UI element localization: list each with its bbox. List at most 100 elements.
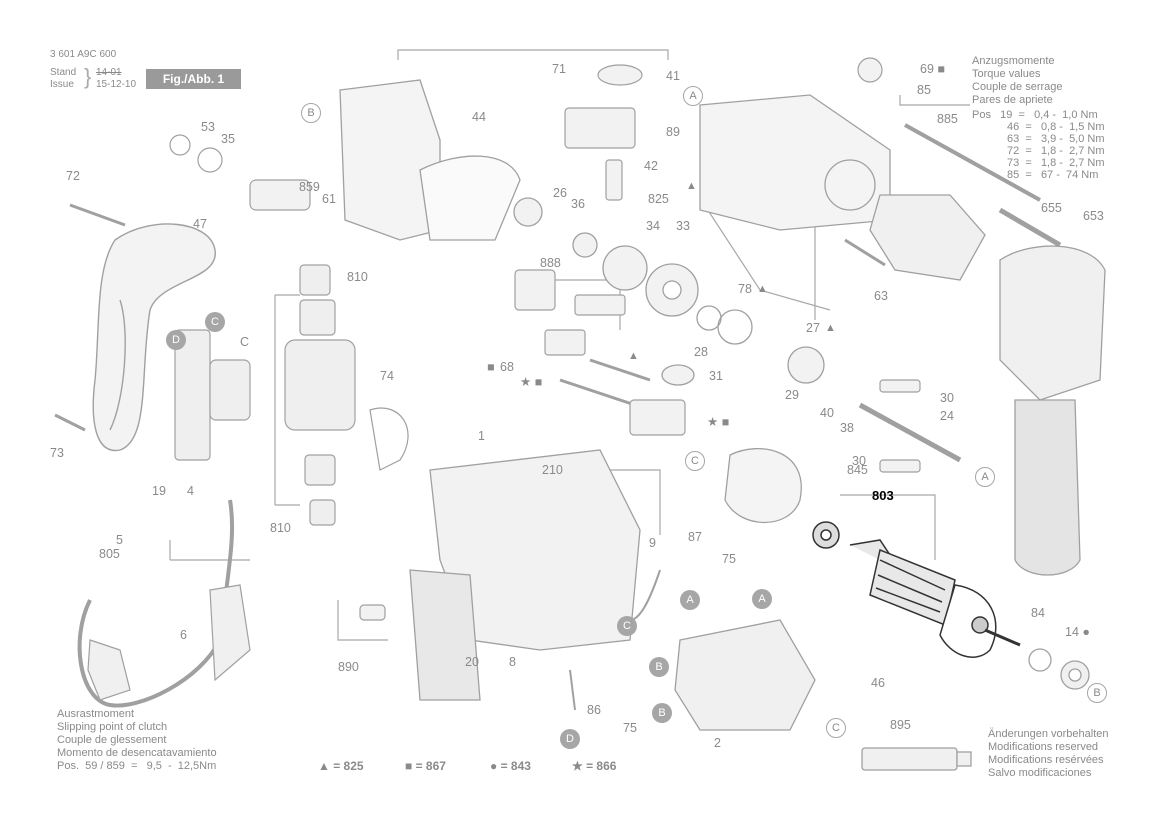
part-label: 35 <box>221 132 235 146</box>
leader-line <box>598 469 661 535</box>
part-label: 6 <box>180 628 187 642</box>
stand-label: Stand <box>50 67 77 78</box>
part-label: 33 <box>676 219 690 233</box>
part-label: 84 <box>1031 606 1045 620</box>
triangle-marker: ▲ <box>628 350 639 362</box>
ref-badge-d: D <box>560 729 580 749</box>
part-label: 61 <box>322 192 336 206</box>
part-label: 46 <box>871 676 885 690</box>
leader-line <box>397 49 669 60</box>
cable-sleeve <box>87 584 251 701</box>
clutch-pos: Pos. 59 / 859 = 9,5 - 12,5Nm <box>57 760 217 772</box>
part-label: 85 <box>917 83 931 97</box>
ref-badge-a: A <box>680 590 700 610</box>
ref-badge-c: C <box>826 718 846 738</box>
ref-badge-a: A <box>975 467 995 487</box>
part-label: 89 <box>666 125 680 139</box>
chuck <box>869 194 986 281</box>
part-label: 653 <box>1083 209 1104 223</box>
leader-line <box>699 197 831 311</box>
part-label: 63 <box>874 289 888 303</box>
torque-line: Torque values <box>972 68 1041 80</box>
part-label: 47 <box>193 217 207 231</box>
part-label: 29 <box>785 388 799 402</box>
part-label: 888 <box>540 256 561 270</box>
part-label: 74 <box>380 369 394 383</box>
part-label: 26 <box>553 186 567 200</box>
part-label: 885 <box>937 112 958 126</box>
part-label: 27 <box>806 321 820 335</box>
part-label: 20 <box>465 655 479 669</box>
part-label: 69 ■ <box>920 62 945 76</box>
part-label: 825 <box>648 192 669 206</box>
small-parts <box>54 57 1062 711</box>
part-number: 3 601 A9C 600 <box>50 49 117 60</box>
star-square-marker: ★ ■ <box>707 415 730 429</box>
part-label: 24 <box>940 409 954 423</box>
ref-badge-c: C <box>617 616 637 636</box>
part-label: ■ <box>487 360 495 374</box>
part-label: 86 <box>587 703 601 717</box>
torque-row: 46 = 0,8 - 1,5 Nm <box>1007 121 1105 133</box>
switch-assembly <box>174 264 356 526</box>
changes-line: Änderungen vorbehalten <box>988 728 1109 740</box>
part-label: 68 <box>500 360 514 374</box>
part-label: 810 <box>347 270 368 284</box>
torque-line: Anzugsmomente <box>972 55 1055 67</box>
handle-47-shape <box>92 223 216 452</box>
changes-line: Salvo modificaciones <box>988 767 1092 779</box>
part-label: 72 <box>66 169 80 183</box>
ref-badge-c: C <box>205 312 225 332</box>
part-label: 810 <box>270 521 291 535</box>
part-label: 38 <box>840 421 854 435</box>
stand-value: 14-01 <box>96 67 122 78</box>
part-label: 28 <box>694 345 708 359</box>
part-label: 42 <box>644 159 658 173</box>
issue-label: Issue <box>50 79 74 90</box>
ref-badge-b: B <box>649 657 669 677</box>
brace-glyph: } <box>84 64 92 89</box>
ref-badge-d: D <box>166 330 186 350</box>
issue-date: 15-12-10 <box>96 79 137 90</box>
part-label: 9 <box>649 536 656 550</box>
leader-line <box>169 540 250 561</box>
torque-line: Pares de apriete <box>972 94 1053 106</box>
stator <box>674 619 816 731</box>
star-square-marker: ★ ■ <box>520 375 543 389</box>
torque-line: Couple de serrage <box>972 81 1063 93</box>
bracket-line <box>274 294 300 506</box>
part-label: 36 <box>571 197 585 211</box>
part-label: 40 <box>820 406 834 420</box>
part-label: 19 <box>152 484 166 498</box>
clutch-line: Slipping point of clutch <box>57 721 168 733</box>
part-label: 73 <box>50 446 64 460</box>
figure-label: Fig./Abb. 1 <box>146 69 241 89</box>
torque-row: Pos 19 = 0,4 - 1,0 Nm <box>972 109 1098 121</box>
housing-shell-upper <box>339 79 521 241</box>
part-label: 1 <box>478 429 485 443</box>
part-label: 859 <box>299 180 320 194</box>
legend-star: ★ = 866 <box>572 759 617 773</box>
ref-badge-b: B <box>301 103 321 123</box>
armature-803 <box>812 521 1021 658</box>
triangle-marker: ▲ <box>757 283 768 295</box>
part-label: 5 <box>116 533 123 547</box>
part-label: 31 <box>709 369 723 383</box>
part-label: 655 <box>1041 201 1062 215</box>
part-label: 41 <box>666 69 680 83</box>
bearings <box>1028 648 1090 690</box>
torque-row: 73 = 1,8 - 2,7 Nm <box>1007 157 1105 169</box>
ref-badge-b: B <box>652 703 672 723</box>
part-label: 75 <box>623 721 637 735</box>
part-label: C <box>240 335 250 349</box>
legend-triangle: ▲ = 825 <box>318 759 364 773</box>
torque-row: 63 = 3,9 - 5,0 Nm <box>1007 133 1105 145</box>
legend-square: ■ = 867 <box>405 759 446 773</box>
ref-badge-c: C <box>685 451 705 471</box>
clutch-line: Momento de desencatavamiento <box>57 747 217 759</box>
gear-housing <box>699 94 891 231</box>
motor-housing <box>409 449 641 701</box>
part-label: 845 <box>847 463 868 477</box>
gears <box>513 197 825 386</box>
